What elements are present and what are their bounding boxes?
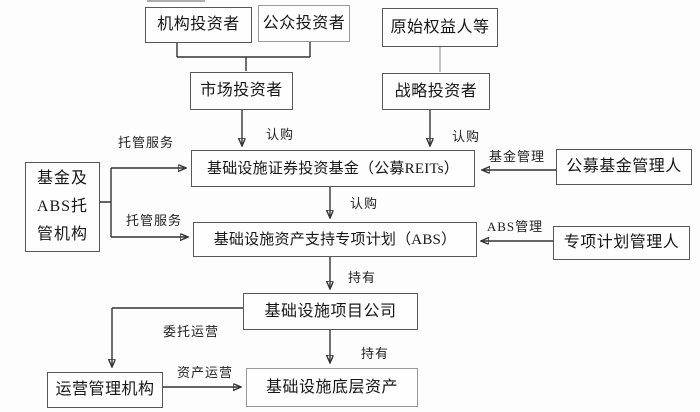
node-strategic-investors: 战略投资者 [382, 73, 490, 110]
edge-label-subscribe-strategic: 认购 [451, 129, 481, 144]
edge-label-subscribe-abs: 认购 [349, 196, 379, 211]
node-fund-abs-custodian: 基金及 ABS托 管机构 [25, 162, 100, 252]
edge-label-hold-bottom: 持有 [360, 346, 390, 361]
node-special-plan-manager: 专项计划管理人 [553, 226, 690, 260]
node-underlying-assets: 基础设施底层资产 [246, 368, 418, 407]
edge-label-hold-top: 持有 [347, 270, 377, 285]
node-public-investors: 公众投资者 [258, 5, 350, 42]
edge-label-entrusted-operation: 委托运营 [162, 324, 220, 339]
edge-label-custody-service-bottom: 托管服务 [125, 213, 183, 228]
node-abs-plan: 基础设施资产支持专项计划（ABS） [193, 222, 477, 257]
node-reits-fund: 基础设施证券投资基金（公募REITs） [191, 150, 475, 187]
edge-label-abs-management: ABS管理 [486, 219, 544, 234]
node-operation-manager: 运营管理机构 [47, 372, 163, 408]
edge-label-custody-service-top: 托管服务 [117, 135, 175, 150]
node-project-company: 基础设施项目公司 [243, 293, 418, 330]
node-original-equity-holders: 原始权益人等 [382, 8, 498, 47]
node-market-investors: 市场投资者 [190, 72, 293, 110]
node-institutional-investors: 机构投资者 [145, 7, 252, 43]
node-public-fund-manager: 公募基金管理人 [556, 149, 692, 185]
scan-artifact-line [147, 0, 205, 2]
edge-label-fund-management: 基金管理 [488, 149, 546, 164]
connector-custodian-trunk [100, 168, 243, 309]
connector-investor-bus [176, 42, 311, 71]
edge-label-subscribe-market: 认购 [265, 127, 295, 142]
edge-label-asset-operation: 资产运营 [176, 365, 234, 380]
